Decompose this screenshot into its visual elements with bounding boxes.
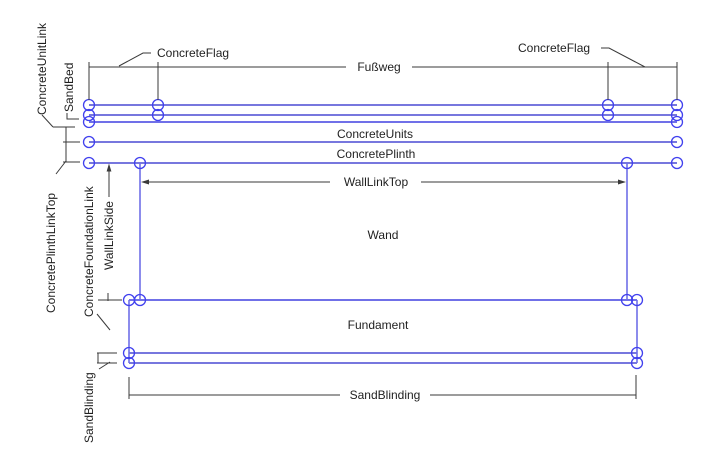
- link-node: [620, 156, 634, 170]
- wall-link-top-label: WallLinkTop: [344, 175, 409, 189]
- concrete-flag-left-leader: [118, 52, 151, 67]
- concrete-plinth-link-top-label: ConcretePlinthLinkTop: [44, 193, 58, 313]
- link-node: [122, 346, 136, 360]
- link-node: [630, 346, 644, 360]
- sand-blinding-side-bracket: [97, 352, 117, 370]
- concrete-plinth-link-top-leader: [55, 160, 67, 175]
- link-node: [82, 156, 96, 170]
- concrete-flag-right-leader: [601, 47, 646, 68]
- left-layer-bracket: [41, 113, 80, 175]
- link-node: [670, 135, 684, 149]
- concrete-units-label: ConcreteUnits: [337, 127, 413, 141]
- concrete-flag-left-label: ConcreteFlag: [157, 46, 229, 60]
- footway-label: Fußweg: [357, 60, 400, 74]
- wall-outline: [139, 163, 628, 300]
- sand-blinding-leader: [98, 361, 111, 370]
- wall-link-top-dimension: [141, 179, 626, 185]
- layer-lines: [89, 104, 677, 164]
- sand-bed-label: SandBed: [62, 63, 76, 112]
- sand-blinding-side-label: SandBlinding: [82, 372, 96, 443]
- link-node: [122, 356, 136, 370]
- link-node: [82, 115, 96, 129]
- wall-link-side-pointer: [106, 163, 112, 197]
- wall-link-side-label: WallLinkSide: [102, 201, 116, 270]
- arrowhead-left: [141, 179, 149, 185]
- sand-blinding-bottom-label: SandBlinding: [350, 388, 421, 402]
- foundation-link-tick: [98, 293, 122, 301]
- foundation-label: Fundament: [348, 318, 409, 332]
- sand-bed-leader: [66, 113, 79, 120]
- link-node: [133, 293, 147, 307]
- labels-horizontal: ConcreteFlag ConcreteFlag Fußweg Concret…: [157, 41, 590, 402]
- foundation-link-leader: [96, 313, 111, 331]
- link-node: [670, 108, 684, 122]
- sand-blinding-dimension: [128, 375, 637, 399]
- concrete-unit-link-label: ConcreteUnitLink: [35, 22, 49, 115]
- footway-extension-lines: [88, 62, 678, 100]
- concrete-flag-right-label: ConcreteFlag: [518, 41, 590, 55]
- link-node: [601, 108, 615, 122]
- link-node: [133, 156, 147, 170]
- foundation-outline: [128, 299, 638, 364]
- concrete-plinth-label: ConcretePlinth: [337, 147, 416, 161]
- link-node: [630, 293, 644, 307]
- concrete-foundation-link-label: ConcreteFoundationLink: [82, 185, 96, 317]
- sand-blinding-extension-lines: [128, 375, 637, 399]
- arrowhead-up: [106, 163, 112, 172]
- link-node: [630, 356, 644, 370]
- layer-bracket-lines: [53, 126, 80, 163]
- foundation-link-pointer: [96, 293, 122, 331]
- footway-dimension: [88, 62, 678, 100]
- link-nodes: [82, 98, 684, 370]
- link-node: [82, 135, 96, 149]
- link-node: [670, 156, 684, 170]
- link-node: [82, 108, 96, 122]
- labels-vertical: ConcreteUnitLink SandBed ConcretePlinthL…: [35, 22, 116, 443]
- concrete-unit-link-leader: [41, 114, 54, 128]
- link-node: [151, 108, 165, 122]
- link-node: [670, 115, 684, 129]
- arrowhead-right: [618, 179, 626, 185]
- link-node: [620, 293, 634, 307]
- wall-label: Wand: [368, 228, 399, 242]
- sand-blinding-bracket-lines: [97, 352, 117, 364]
